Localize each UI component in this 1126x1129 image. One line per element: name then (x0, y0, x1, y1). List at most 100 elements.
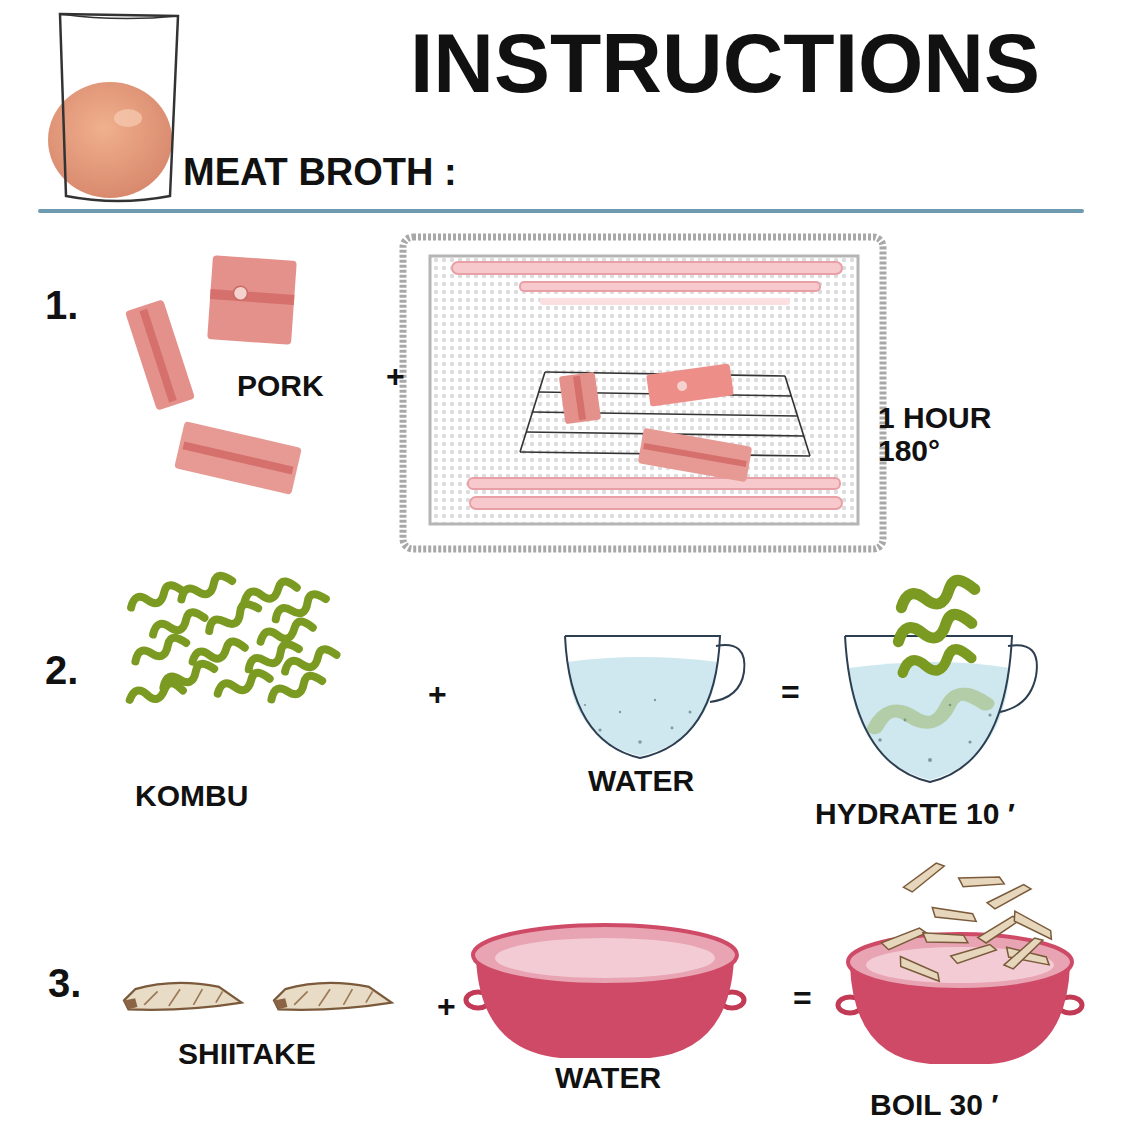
boiling-pot (921, 925, 970, 952)
pork-pieces (233, 286, 248, 301)
label-text: + (437, 988, 456, 1024)
instruction-label: MEAT BROTH : (183, 153, 457, 191)
oven (403, 237, 883, 549)
broth-glass (48, 14, 178, 201)
water-pot (466, 925, 744, 1058)
kombu-strips (245, 640, 300, 672)
label-text: WATER (588, 764, 694, 797)
oven (559, 372, 601, 425)
divider-line (40, 209, 1082, 213)
water-cup (689, 711, 692, 714)
instruction-label: 1. (45, 285, 78, 325)
label-text: 1. (45, 283, 78, 327)
boiling-pot (1000, 935, 1048, 972)
kombu-strips (132, 634, 187, 665)
hydrating-cup (848, 662, 1010, 780)
instruction-label: + (437, 990, 456, 1022)
label-text: 1 HOUR 180° (878, 401, 991, 467)
instruction-label: WATER (555, 1063, 661, 1093)
hydrating-cup (900, 646, 972, 677)
shiitake-mushrooms (124, 983, 392, 1010)
oven (646, 363, 734, 406)
label-text: = (793, 980, 812, 1016)
label-text: + (386, 358, 405, 394)
water-cup (567, 657, 718, 756)
oven (643, 443, 746, 467)
boiling-pot (896, 950, 943, 989)
label-text: BOIL 30 ′ (870, 1088, 998, 1121)
instruction-label: KOMBU (135, 781, 248, 811)
hydrating-cup (988, 713, 991, 716)
boiling-pot (950, 944, 997, 964)
hydrating-cup (1000, 645, 1037, 712)
broth-glass (60, 14, 178, 19)
water-cup (654, 699, 656, 701)
instruction-label: = (793, 982, 812, 1014)
boiling-pot (838, 861, 1082, 1064)
hydrating-cup (968, 740, 971, 743)
boiling-pot (930, 900, 979, 931)
instruction-label: = (781, 676, 800, 708)
broth-glass (114, 109, 142, 127)
oven (559, 372, 601, 425)
shiitake-mushrooms (274, 983, 392, 1010)
kombu-strips (282, 646, 337, 675)
water-cup (565, 636, 744, 758)
hydrating-cup (845, 577, 1037, 782)
pork-pieces (210, 289, 294, 305)
kombu-strips (128, 582, 183, 611)
water-cup (671, 727, 674, 730)
pork-pieces (207, 255, 297, 345)
instruction-label: + (428, 678, 447, 710)
instruction-label: BOIL 30 ′ (870, 1090, 998, 1120)
oven (573, 376, 586, 421)
label-text: = (781, 674, 800, 710)
instruction-label: 1 HOUR 180° (878, 401, 1008, 467)
oven (403, 237, 883, 549)
oven (468, 478, 840, 489)
water-cup (710, 645, 744, 702)
boiling-pot (880, 927, 928, 951)
oven (540, 298, 790, 305)
pork-pieces (139, 309, 176, 403)
instruction-label: PORK (237, 371, 324, 401)
pork-pieces (125, 299, 195, 410)
label-text: KOMBU (135, 779, 248, 812)
hydrating-cup (898, 577, 976, 613)
instruction-label: HYDRATE 10 ′ (815, 799, 1015, 829)
label-text: HYDRATE 10 ′ (815, 797, 1015, 830)
water-pot (473, 925, 737, 985)
kombu-strips (128, 681, 183, 703)
kombu-strips (128, 572, 337, 703)
oven (430, 256, 858, 524)
shiitake-mushrooms (124, 983, 242, 1010)
label-text: + (428, 676, 447, 712)
pork-pieces (174, 421, 302, 495)
boiling-pot (957, 870, 1005, 894)
oven (638, 428, 753, 483)
oven (470, 497, 842, 509)
instruction-label: SHIITAKE (178, 1039, 316, 1069)
oven (452, 262, 842, 274)
kombu-strips (205, 600, 259, 635)
water-cup (565, 636, 720, 758)
boiling-pot (985, 883, 1034, 910)
pork-pieces (183, 442, 294, 475)
label-text: 3. (48, 961, 81, 1005)
label-text: MEAT BROTH : (183, 151, 457, 193)
hydrating-cup (872, 690, 987, 734)
water-cup (584, 704, 586, 706)
label-text: 2. (45, 648, 78, 692)
hydrating-cup (895, 611, 973, 647)
label-text: WATER (555, 1061, 661, 1094)
boiling-pot (900, 861, 948, 895)
pork-pieces (207, 255, 297, 345)
page-title: INSTRUCTIONS (410, 21, 1040, 105)
label-text: PORK (237, 369, 324, 402)
hydrating-cup (878, 738, 882, 742)
kombu-strips (178, 572, 233, 603)
kombu-strips (215, 670, 270, 697)
water-pot (495, 938, 715, 978)
